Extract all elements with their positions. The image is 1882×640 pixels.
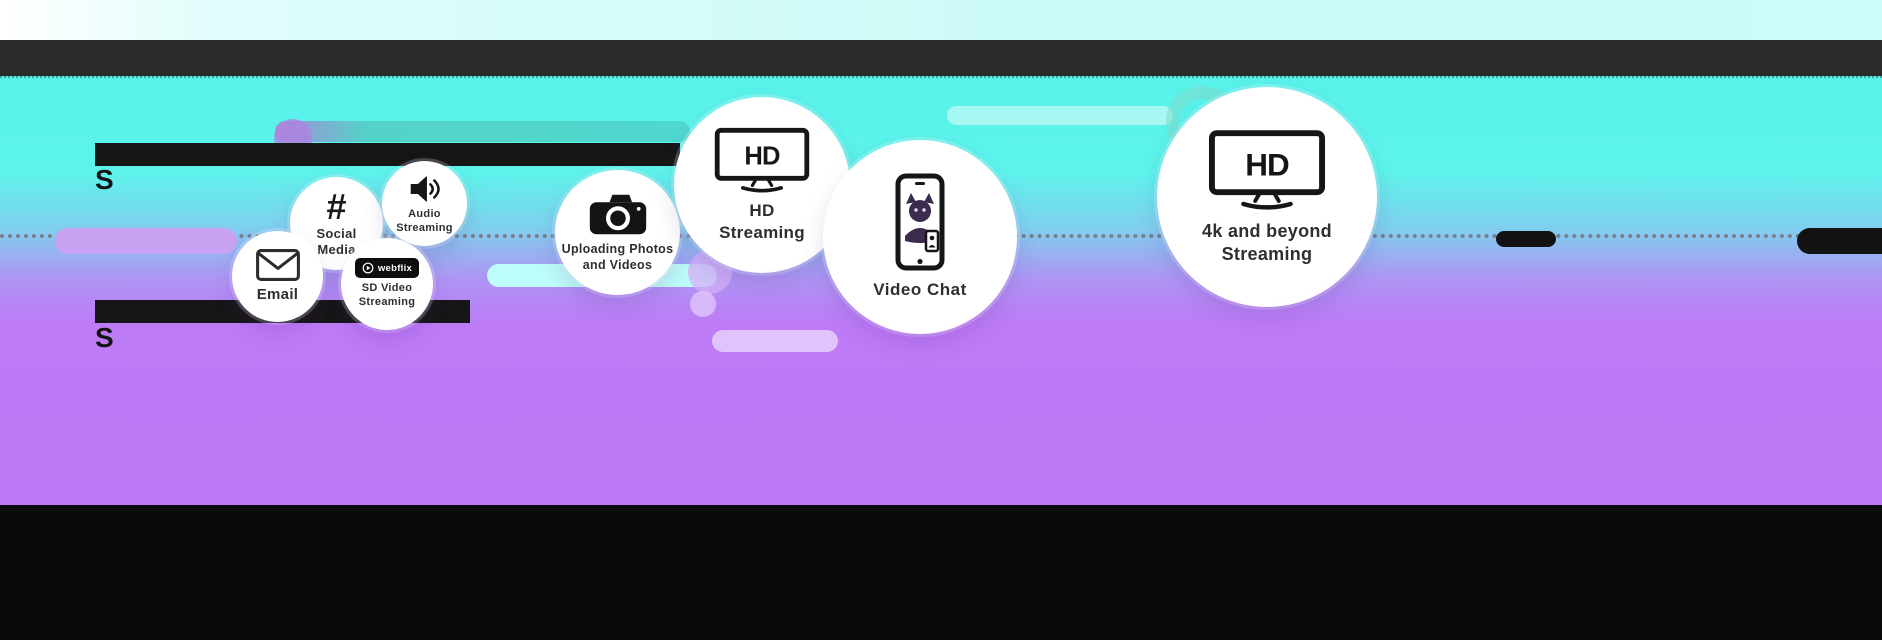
hd-tv-icon: HD: [1208, 129, 1326, 214]
bubble-email: Email: [232, 231, 323, 322]
redacted-heading-letter-2: S: [95, 322, 114, 353]
header-bar: [0, 40, 1882, 76]
bubble-label-video-chat: Video Chat: [873, 280, 967, 300]
play-circle-icon: [362, 262, 374, 274]
speed-streak-black-right: [1797, 228, 1882, 254]
bubble-4k-streaming: HD 4k and beyond Streaming: [1157, 87, 1377, 307]
footer-bar: [0, 505, 1882, 640]
svg-text:HD: HD: [1245, 147, 1289, 182]
speaker-icon: [407, 172, 443, 206]
bubble-audio-streaming: Audio Streaming: [382, 161, 467, 246]
speed-streak-cyan-top: [947, 106, 1173, 125]
video-chat-phone-icon: [890, 173, 950, 273]
redacted-heading-bar-1: [95, 143, 680, 166]
redacted-heading-letter-1: S: [95, 164, 114, 195]
bubble-hd-streaming: HD HD Streaming: [674, 97, 850, 273]
bubble-label-email: Email: [256, 286, 299, 304]
bubble-label-hd-streaming: HD Streaming: [719, 201, 805, 242]
speed-streak-black-dash: [1496, 231, 1556, 247]
bubble-label-social-media: Social Media: [316, 225, 357, 257]
deco-blob-lavender-small: [690, 291, 716, 317]
bubble-uploading-photos: Uploading Photos and Videos: [555, 170, 680, 295]
bubble-label-sd-video-streaming: SD Video Streaming: [358, 282, 416, 308]
bubble-video-chat: Video Chat: [823, 140, 1017, 334]
bubble-label-4k-streaming: 4k and beyond Streaming: [1202, 221, 1332, 264]
speed-streak-purple-left: [55, 228, 237, 254]
hashtag-icon: #: [326, 185, 347, 227]
speed-streak-lavender-bottom: [712, 330, 838, 352]
envelope-icon: [255, 248, 301, 282]
svg-text:HD: HD: [744, 143, 780, 171]
camera-icon: [587, 191, 649, 238]
top-banner: [0, 0, 1882, 40]
hd-tv-icon: HD: [714, 127, 810, 196]
webflix-logo: webflix: [354, 258, 420, 279]
bubble-sd-video-streaming: webflix SD Video Streaming: [341, 238, 433, 330]
bubble-label-uploading-photos: Uploading Photos and Videos: [561, 242, 674, 272]
speed-streak-teal: [275, 121, 690, 142]
header-dotted-divider: [0, 76, 1882, 78]
webflix-logo-text: webflix: [377, 262, 413, 274]
bubble-label-audio-streaming: Audio Streaming: [396, 207, 453, 234]
